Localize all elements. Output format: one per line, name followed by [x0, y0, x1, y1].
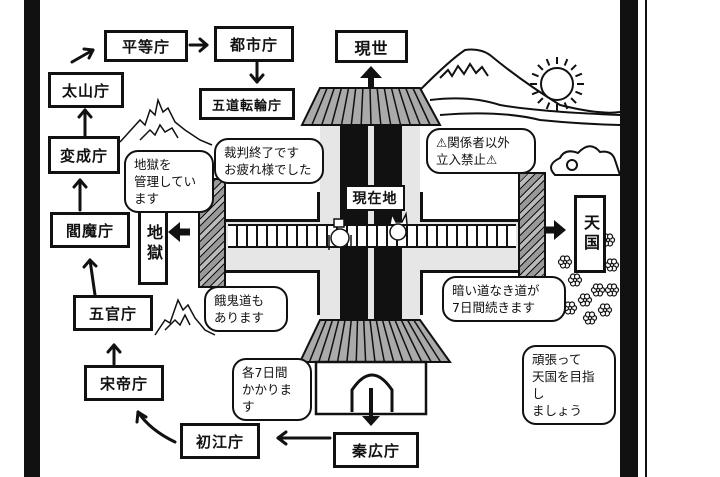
arrow-gokan-to-enma	[88, 258, 97, 297]
destination-jigoku: 地獄	[138, 203, 168, 285]
forest-icon	[119, 97, 216, 336]
office-toshi: 都市庁	[214, 26, 294, 62]
destination-gense: 現世	[335, 30, 408, 63]
bubble-hungry-ghost: 餓鬼道も あります	[204, 286, 288, 332]
dark-lane-right	[374, 120, 402, 320]
office-godotenrin: 五道転輪庁	[199, 88, 295, 120]
sun-icon	[530, 57, 584, 111]
mount-fuji-icon	[419, 48, 621, 126]
bubble-dark-road: 暗い道なき道が 7日間続きます	[442, 276, 566, 322]
current-location-label: 現在地	[345, 185, 405, 211]
page-border-left	[24, 0, 40, 477]
office-taizan: 太山庁	[48, 72, 124, 108]
office-hensei: 変成庁	[48, 136, 120, 174]
office-gokan: 五官庁	[73, 295, 153, 331]
office-shinko: 秦広庁	[333, 432, 419, 468]
cloud-icon	[550, 145, 622, 176]
office-sotei: 宋帝庁	[84, 365, 164, 401]
office-byodo: 平等庁	[104, 30, 188, 62]
page-border-right-thin	[645, 0, 647, 477]
crosswalk	[228, 224, 516, 248]
bubble-authorized-only: ⚠関係者以外 立入禁止⚠	[426, 128, 536, 174]
office-enma: 閻魔庁	[50, 212, 130, 248]
flowers-icon	[557, 233, 620, 325]
page-border-right	[620, 0, 638, 477]
bubble-seven-days-each: 各7日間 かかります	[232, 358, 312, 421]
flow-arrows	[70, 37, 332, 446]
office-shoko: 初江庁	[180, 423, 260, 459]
bubble-judgment-over: 裁判終了です お疲れ様でした	[214, 138, 324, 184]
oni-character-icon	[389, 211, 408, 241]
destination-tengoku: 天国	[574, 195, 606, 273]
bubble-manage-hell: 地獄を 管理しています	[124, 150, 214, 213]
block-top-left	[220, 192, 320, 222]
block-top-right	[420, 192, 520, 222]
enma-character-icon	[328, 218, 352, 250]
arrow-taizan-to-byodo	[70, 48, 95, 64]
bubble-aim-heaven: 頑張って 天国を目指し ましょう	[522, 345, 616, 425]
